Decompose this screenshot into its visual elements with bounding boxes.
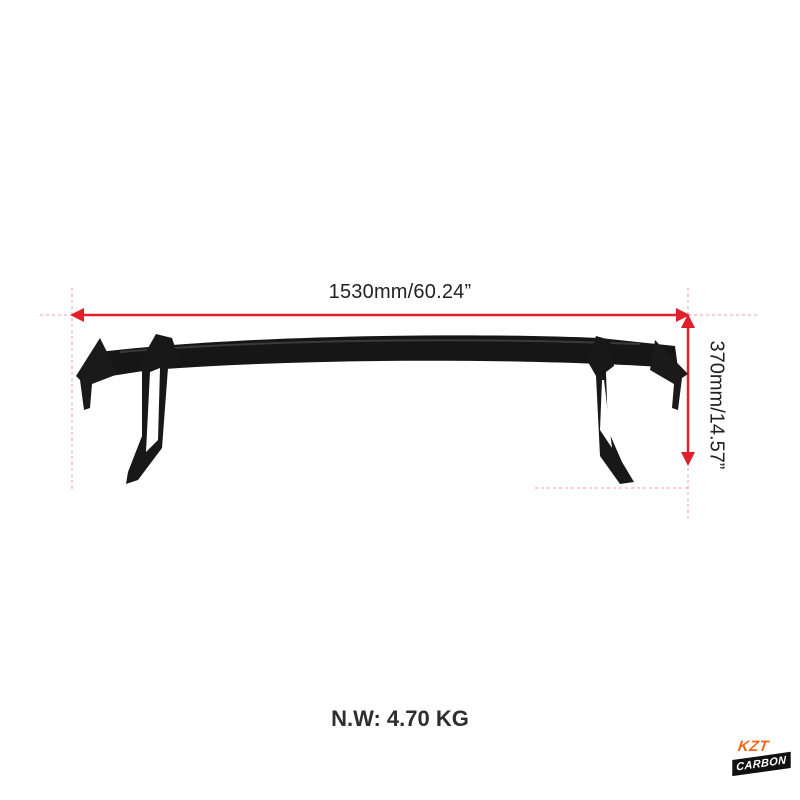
logo-bottom-text: CARBON	[732, 751, 791, 777]
height-dimension-arrow	[681, 314, 695, 466]
net-weight-label: N.W: 4.70 KG	[331, 706, 469, 731]
logo-top-text: KZT	[736, 738, 770, 755]
height-dimension-label: 370mm/14.57”	[705, 340, 728, 470]
width-dimension-arrow	[70, 308, 690, 322]
spoiler-wing	[76, 334, 688, 484]
brand-logo: KZT CARBON	[732, 738, 791, 778]
width-dimension-label: 1530mm/60.24”	[328, 281, 472, 303]
